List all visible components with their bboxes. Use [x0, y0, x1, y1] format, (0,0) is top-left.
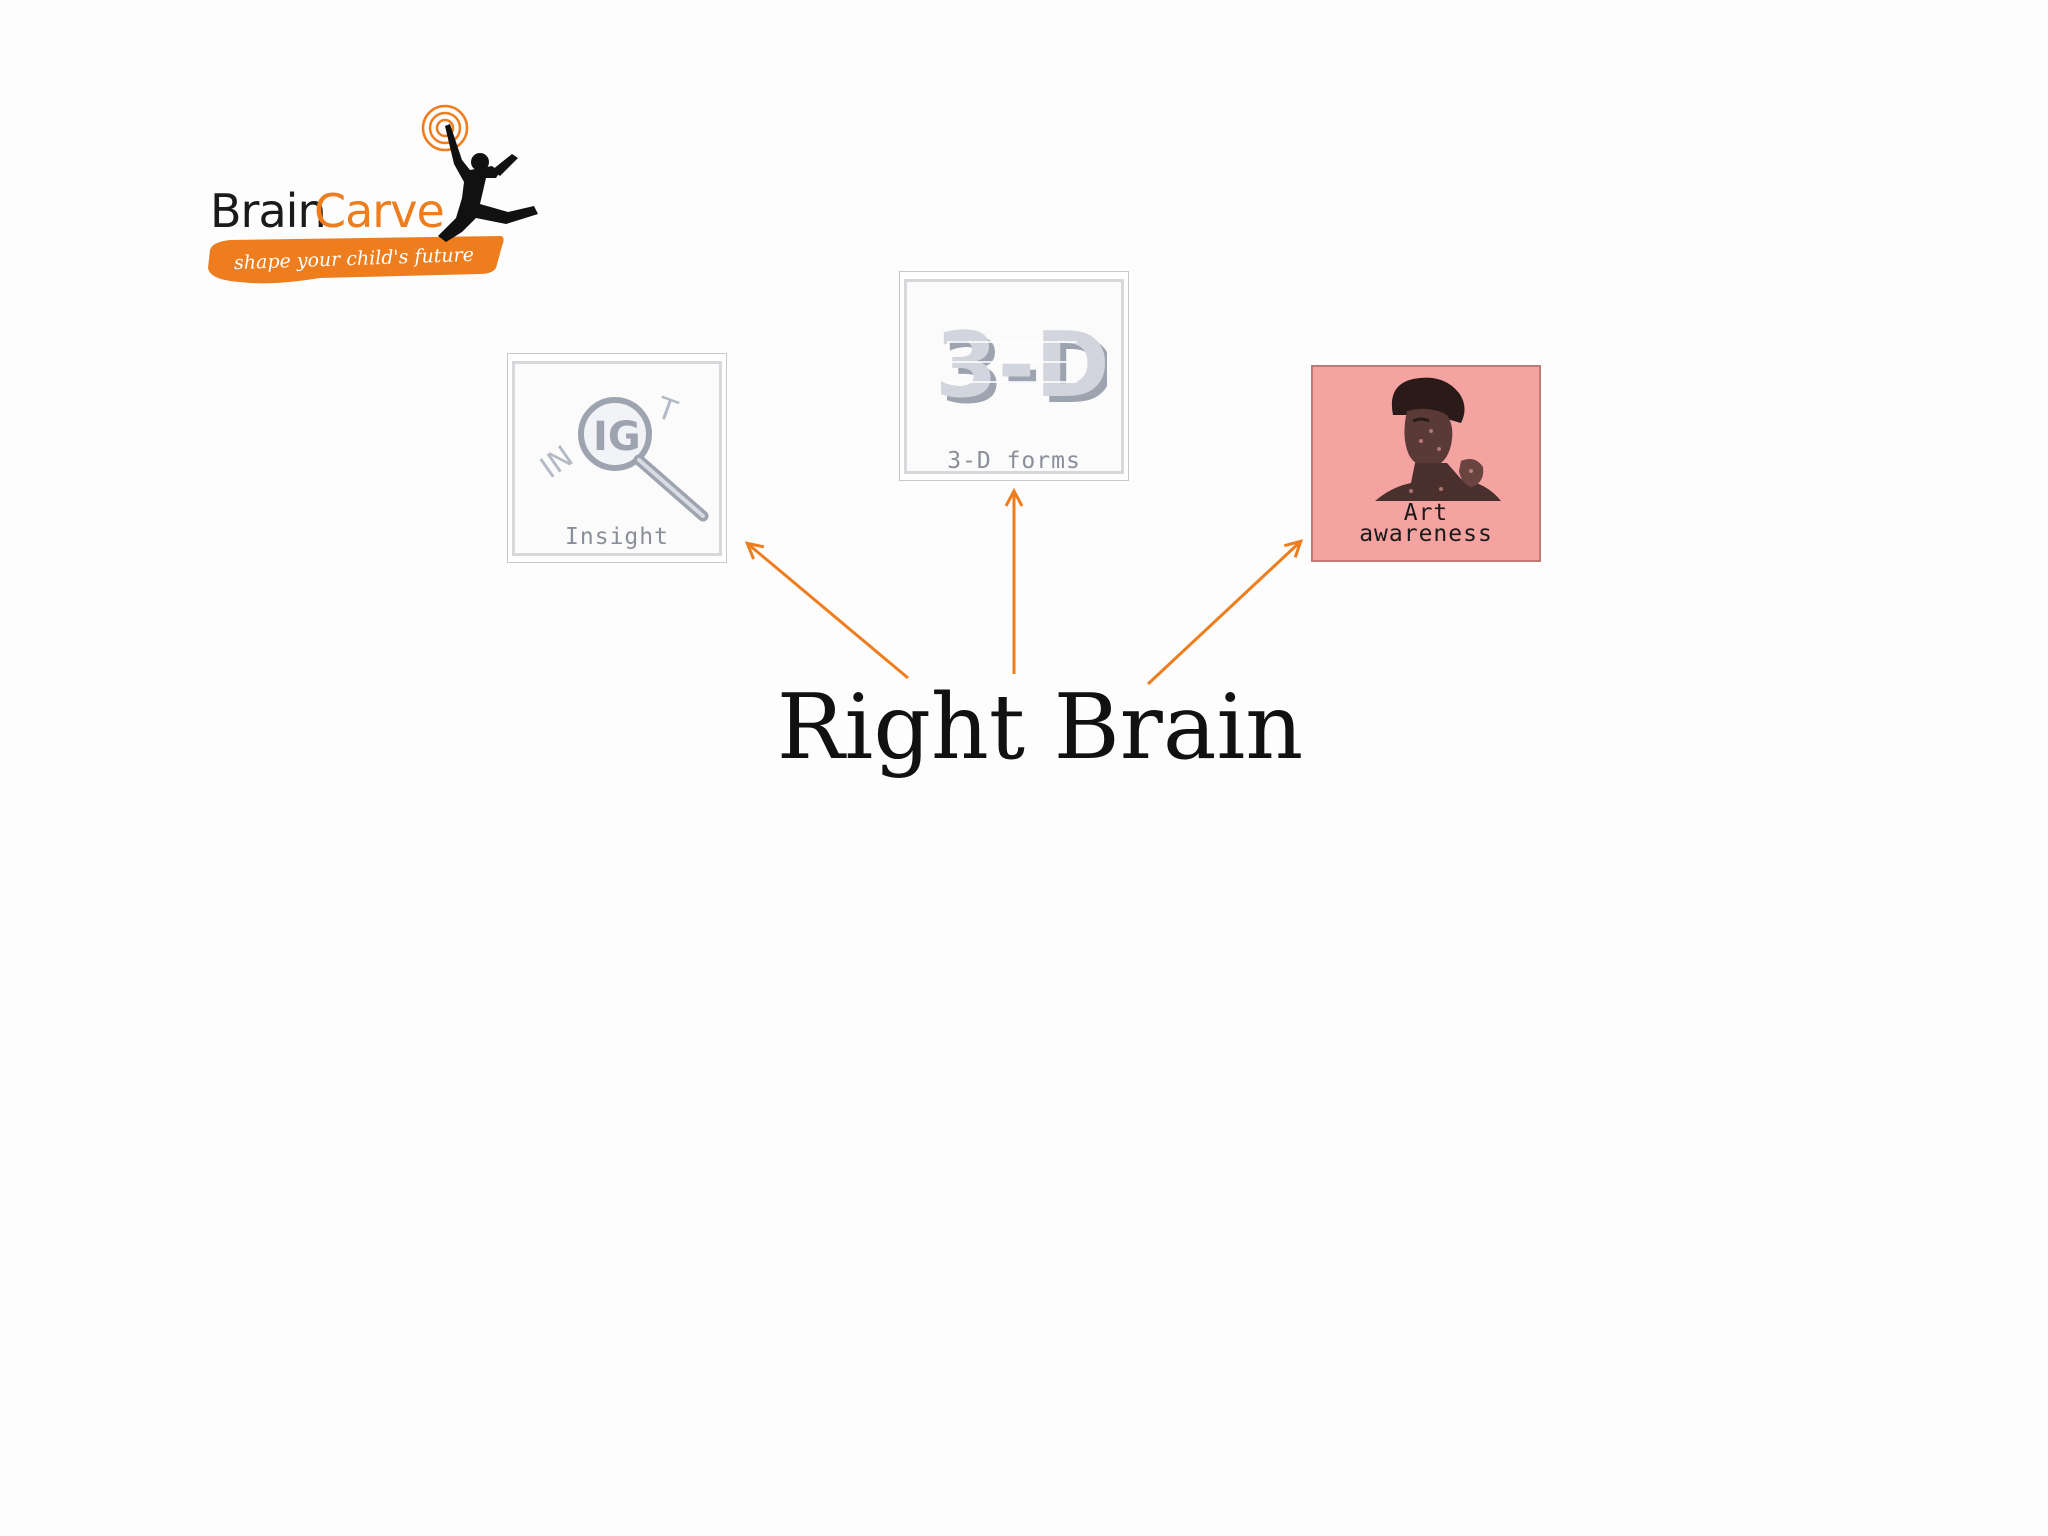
svg-text:3-D: 3-D	[941, 319, 1107, 422]
three-d-forms-card: 3-D 3-D 3-D forms	[899, 271, 1129, 481]
three-d-forms-card-frame: 3-D 3-D 3-D forms	[904, 279, 1124, 474]
magnifier-icon: IN T IG	[534, 390, 709, 522]
svg-text:IN: IN	[534, 439, 580, 486]
arrow-to-art-awareness	[1146, 542, 1300, 686]
insight-caption: Insight	[565, 524, 669, 550]
three-d-forms-caption: 3-D forms	[947, 448, 1081, 474]
svg-text:3-D: 3-D	[935, 313, 1107, 418]
insight-card: IN T IG Insight	[507, 353, 727, 563]
three-d-block-letters-icon: 3-D 3-D	[935, 313, 1107, 422]
braincarve-logo: Brain Carve shape your child's future	[200, 100, 550, 300]
logo-graphic	[208, 104, 538, 284]
svg-text:T: T	[651, 390, 682, 430]
arrow-to-insight	[748, 544, 909, 680]
logo-text-brain: Brain	[210, 184, 327, 238]
svg-text:IG: IG	[593, 414, 641, 460]
right-brain-title: Right Brain	[776, 675, 1304, 780]
logo-text-carve: Carve	[314, 184, 445, 238]
art-awareness-card: Art awareness	[1311, 365, 1541, 562]
david-statue-icon	[1375, 377, 1501, 501]
insight-card-frame: IN T IG Insight	[512, 361, 722, 556]
art-awareness-caption: Art awareness	[1359, 500, 1493, 547]
